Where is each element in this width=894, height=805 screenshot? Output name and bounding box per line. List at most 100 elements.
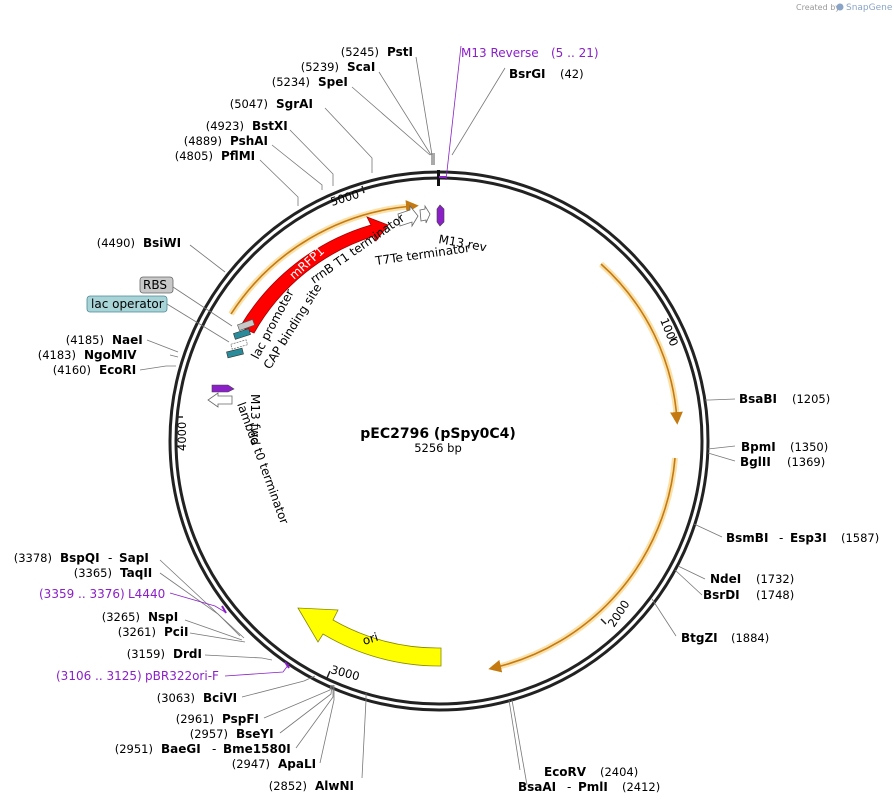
- origin-mark: [437, 170, 440, 186]
- enzyme-pspfi[interactable]: PspFI: [222, 712, 259, 726]
- enzyme-taqii[interactable]: TaqII: [120, 566, 152, 580]
- enzyme-pos-bstxi: (4923): [206, 119, 244, 133]
- enzyme-pos-ngomiv: (4183): [38, 348, 76, 362]
- enzyme-pos-psti: (5245): [341, 45, 379, 59]
- enzyme-pos-pshai: (4889): [184, 134, 222, 148]
- lac-operator-label: lac operator: [91, 297, 164, 311]
- rbs-feature[interactable]: [237, 319, 255, 331]
- enzyme-pos-nspi: (3265): [102, 610, 140, 624]
- orf-arrow-3: [230, 200, 419, 315]
- enzyme-bsrgi[interactable]: BsrGI: [509, 67, 546, 81]
- watermark-brand: SnapGene: [846, 3, 893, 13]
- ori-label: ori: [361, 630, 380, 648]
- primer-range-pbr322ori-f: (3106 .. 3125): [56, 669, 142, 683]
- lambda-terminator-feature[interactable]: [207, 392, 233, 408]
- primer-m13-reverse[interactable]: M13 Reverse: [461, 46, 539, 60]
- lac-operator-leader: [166, 303, 230, 343]
- enzyme-pos-alwni: (2852): [269, 779, 307, 793]
- enzyme-psti[interactable]: PstI: [387, 45, 413, 59]
- lac-promoter-feature[interactable]: [233, 328, 251, 340]
- enzyme-pos-bsaai: (2412): [622, 780, 660, 794]
- rrnb-terminator-feature[interactable]: [397, 204, 419, 228]
- enzyme-pos-naei: (4185): [66, 333, 104, 347]
- enzyme-drdi[interactable]: DrdI: [173, 647, 202, 661]
- rbs-tag: [139, 276, 174, 294]
- m13-fwd-primer-feature[interactable]: [211, 384, 235, 393]
- enzyme-bstxi[interactable]: BstXI: [252, 119, 288, 133]
- primer-l4440[interactable]: L4440: [128, 587, 165, 601]
- enzyme-sep-baegi: -: [212, 742, 216, 756]
- enzyme-bglii[interactable]: BglII: [740, 455, 771, 469]
- enzyme-ndei[interactable]: NdeI: [710, 572, 741, 586]
- enzyme-pos-taqii: (3365): [74, 566, 112, 580]
- enzyme-pcii[interactable]: PciI: [164, 625, 189, 639]
- enzyme-bspqi[interactable]: BspQI: [60, 551, 100, 565]
- cap-binding-feature[interactable]: [226, 347, 244, 359]
- enzyme-pmli[interactable]: PmlI: [578, 780, 608, 794]
- enzyme-bseyi[interactable]: BseYI: [236, 727, 274, 741]
- l4440-site: [221, 605, 227, 614]
- enzyme-baegi[interactable]: BaeGI: [161, 742, 201, 756]
- enzyme-bsaai[interactable]: BsaAI: [518, 780, 556, 794]
- enzyme-alwni[interactable]: AlwNI: [315, 779, 354, 793]
- enzyme-pos-btgzi: (1884): [731, 631, 769, 645]
- enzyme-apali[interactable]: ApaLI: [278, 757, 316, 771]
- enzyme-pos-pflmi: (4805): [175, 149, 213, 163]
- mrfp1-feature[interactable]: [239, 216, 389, 334]
- rbs-leader: [172, 286, 233, 327]
- plasmid-name: pEC2796 (pSpy0C4): [360, 426, 516, 442]
- enzyme-pshai[interactable]: PshAI: [230, 134, 268, 148]
- enzyme-bsabi[interactable]: BsaBI: [739, 392, 777, 406]
- orf-arrow-2-halo: [492, 457, 678, 671]
- enzyme-bsiwi[interactable]: BsiWI: [143, 236, 181, 250]
- enzyme-bcivi[interactable]: BciVI: [203, 691, 237, 705]
- tick-label-4000: 4000: [175, 422, 189, 451]
- enzyme-scai[interactable]: ScaI: [347, 60, 375, 74]
- plasmid-size: 5256 bp: [414, 441, 462, 455]
- enzyme-pos-spei: (5234): [272, 75, 310, 89]
- enzyme-ecorv[interactable]: EcoRV: [544, 765, 587, 779]
- enzyme-pos-bglii: (1369): [787, 455, 825, 469]
- enzyme-cluster-mark: [431, 153, 435, 165]
- ori-feature[interactable]: [297, 607, 442, 667]
- enzyme-nspi[interactable]: NspI: [148, 610, 178, 624]
- enzyme-pos-pspfi: (2961): [176, 712, 214, 726]
- enzyme-pos-bsrdi: (1748): [756, 588, 794, 602]
- lac-operator-feature[interactable]: [230, 339, 248, 350]
- enzyme-ngomiv[interactable]: NgoMIV: [84, 348, 137, 362]
- enzyme-sgrai[interactable]: SgrAI: [276, 97, 313, 111]
- t7te-terminator-feature[interactable]: [419, 204, 431, 224]
- primer-range-m13-reverse: (5 .. 21): [551, 46, 599, 60]
- enzyme-pos-bsabi: (1205): [792, 392, 830, 406]
- tick-label-3000: 3000: [329, 662, 361, 683]
- primer-pbr322ori-f[interactable]: pBR322ori-F: [145, 669, 219, 683]
- enzyme-pos-bspqi: (3378): [14, 551, 52, 565]
- enzyme-btgzi[interactable]: BtgZI: [681, 631, 718, 645]
- enzyme-bpmi[interactable]: BpmI: [741, 440, 776, 454]
- pbr322ori-site: [284, 661, 290, 669]
- enzyme-pflmi[interactable]: PflMI: [221, 149, 255, 163]
- enzyme-sep-bsaai: -: [567, 780, 571, 794]
- orf-arrow-1-halo: [598, 261, 680, 421]
- enzyme-pos-pcii: (3261): [118, 625, 156, 639]
- orf-arrow-2: [488, 457, 676, 673]
- enzyme-pos-bsmbi: (1587): [841, 531, 879, 545]
- enzyme-sapi[interactable]: SapI: [119, 551, 149, 565]
- enzyme-spei[interactable]: SpeI: [318, 75, 348, 89]
- enzyme-naei[interactable]: NaeI: [112, 333, 143, 347]
- tick-5000: [361, 185, 365, 194]
- snapgene-logo-icon: [836, 3, 844, 11]
- enzyme-pos-bsiwi: (4490): [97, 236, 135, 250]
- enzyme-pos-drdi: (3159): [127, 647, 165, 661]
- leader-lines: [139, 45, 736, 786]
- enzyme-bme1580i[interactable]: Bme1580I: [223, 742, 291, 756]
- primer-range-l4440: (3359 .. 3376): [39, 587, 125, 601]
- m13-rev-primer-feature[interactable]: [436, 204, 445, 227]
- enzyme-bsmbi[interactable]: BsmBI: [726, 531, 768, 545]
- enzyme-ecori[interactable]: EcoRI: [99, 363, 136, 377]
- enzyme-pos-bseyi: (2957): [190, 727, 228, 741]
- rbs-label: RBS: [143, 278, 167, 292]
- enzyme-esp3i[interactable]: Esp3I: [790, 531, 827, 545]
- enzyme-bsrdi[interactable]: BsrDI: [703, 588, 740, 602]
- tick-1000: [670, 336, 678, 341]
